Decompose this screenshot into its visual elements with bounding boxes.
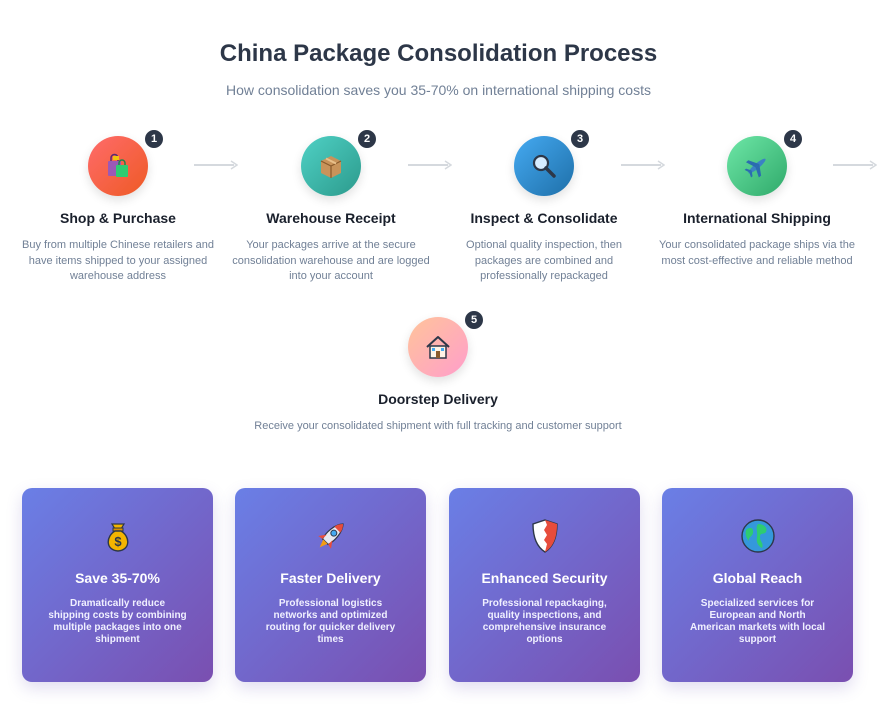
- step-number-badge: 1: [143, 128, 165, 150]
- step-inspect-consolidate: 3 Inspect & Consolidate Optional quality…: [437, 128, 651, 285]
- step-title: Inspect & Consolidate: [470, 210, 618, 226]
- benefit-title: Global Reach: [712, 570, 803, 586]
- step-description: Buy from multiple Chinese retailers and …: [22, 239, 214, 282]
- step-warehouse-receipt: 2 Warehouse Receipt Your packages arrive…: [224, 128, 438, 285]
- shopping-bags-icon: [88, 136, 148, 196]
- airplane-icon: [727, 136, 787, 196]
- shield-icon: [531, 519, 558, 553]
- benefit-title: Faster Delivery: [280, 570, 381, 586]
- benefit-card-faster: Faster Delivery Professional logistics n…: [235, 488, 426, 682]
- step-description: Optional quality inspection, then packag…: [466, 239, 622, 282]
- step-shop-purchase: 1 Shop & Purchase Buy from multiple Chin…: [11, 128, 225, 285]
- money-bag-icon: $: [107, 523, 128, 552]
- page-subtitle: How consolidation saves you 35-70% on in…: [226, 82, 651, 98]
- step-title: Warehouse Receipt: [266, 210, 396, 226]
- house-icon: [408, 317, 468, 377]
- page-title: China Package Consolidation Process: [219, 40, 658, 67]
- step-description: Receive your consolidated shipment with …: [254, 420, 622, 432]
- benefit-description: Dramatically reduce shipping costs by co…: [48, 598, 187, 645]
- rocket-icon: [317, 523, 344, 549]
- benefit-card-security: Enhanced Security Professional repackagi…: [449, 488, 640, 682]
- step-doorstep-delivery: 5 Doorstep Delivery Receive your consoli…: [223, 309, 653, 435]
- arrow-right-icon: [621, 160, 665, 170]
- benefit-card-save: $ Save 35-70% Dramatically reduce shippi…: [22, 488, 213, 682]
- step-international-shipping: 4 International Shipping Your consolidat…: [650, 128, 864, 269]
- benefit-title: Enhanced Security: [481, 570, 608, 586]
- step-number-badge: 2: [356, 128, 378, 150]
- step-description: Your consolidated package ships via the …: [659, 239, 855, 267]
- step-title: Doorstep Delivery: [378, 391, 498, 407]
- benefit-card-global: Global Reach Specialized services for Eu…: [662, 488, 853, 682]
- step-number-badge: 3: [569, 128, 591, 150]
- step-number-badge: 4: [782, 128, 804, 150]
- benefit-description: Professional repackaging, quality inspec…: [482, 598, 607, 645]
- step-title: International Shipping: [683, 210, 831, 226]
- arrow-right-icon: [833, 160, 877, 170]
- arrow-right-icon: [194, 160, 238, 170]
- package-icon: [301, 136, 361, 196]
- benefit-title: Save 35-70%: [75, 570, 160, 586]
- magnifier-icon: [514, 136, 574, 196]
- globe-icon: [740, 519, 775, 553]
- step-number-badge: 5: [463, 309, 485, 331]
- svg-text:$: $: [114, 534, 122, 549]
- benefit-description: Professional logistics networks and opti…: [265, 598, 396, 645]
- step-title: Shop & Purchase: [60, 210, 176, 226]
- step-description: Your packages arrive at the secure conso…: [232, 239, 430, 282]
- arrow-right-icon: [408, 160, 452, 170]
- benefit-description: Specialized services for European and No…: [689, 598, 826, 645]
